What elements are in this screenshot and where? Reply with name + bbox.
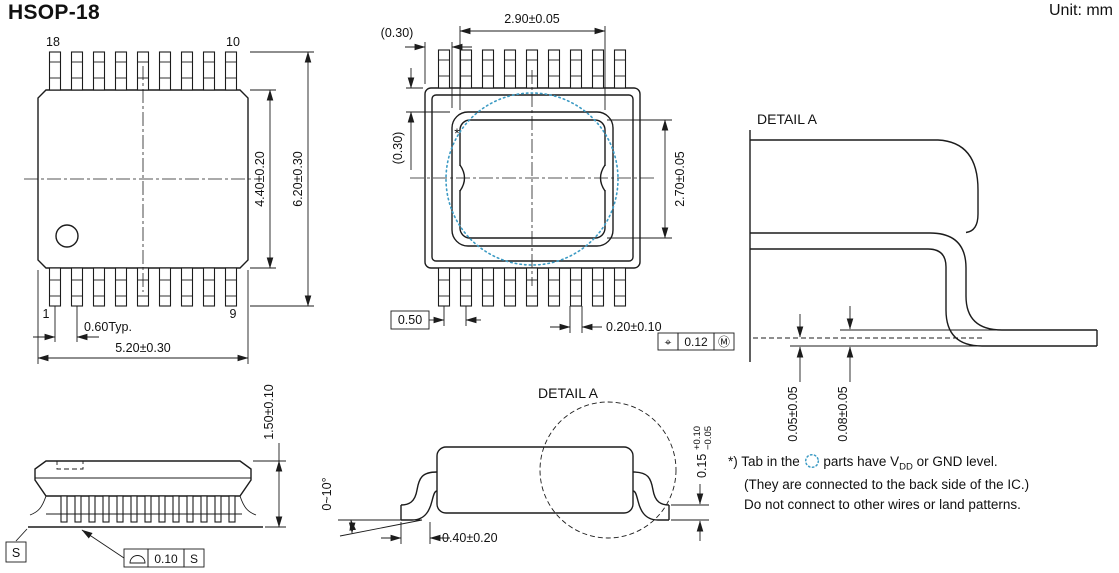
tolerance-plus: +0.10 [692,426,703,450]
dim-lead-pitch: 0.50 [398,313,422,327]
detail-a-view: DETAIL A 0.05±0.05 0.08±0.05 [749,111,1098,442]
dim-offset-top: (0.30) [381,26,414,40]
dim-overall-height: 6.20±0.30 [291,151,305,207]
dim-body-height: 4.40±0.20 [253,151,267,207]
pin-number-18: 18 [46,35,60,49]
side-view: 1.50±0.10 S 0.10 S [5,384,286,568]
pin-number-9: 9 [230,307,237,321]
dim-lead-angle: 0~10° [320,477,334,510]
dim-offset-left: (0.30) [391,132,405,165]
detail-a-label: DETAIL A [538,385,599,401]
pin-number-10: 10 [226,35,240,49]
bottom-view: * 2.90±0.05 (0.30) (0.30) 2.70±0.05 [381,12,735,351]
dim-package-height: 1.50±0.10 [262,384,276,440]
fcf-value: 0.12 [684,335,708,349]
seating-plane-icon [129,555,146,564]
lead-row [29,495,257,523]
footnote-mark: * [454,125,460,141]
tolerance-minus: −0.05 [703,426,714,450]
front-view: DETAIL A 0~10° 0.40±0.20 0.15 +0.10 −0.0… [320,385,714,545]
detail-a-callout-circle [539,401,677,539]
dim-standoff: 0.05±0.05 [786,386,800,442]
pin1-indicator [55,224,79,248]
dim-pad-height: 2.70±0.05 [673,151,687,207]
page-title: HSOP-18 [8,1,100,24]
dotted-circle-icon [804,453,819,469]
dim-lead-width: 0.20±0.10 [606,320,662,334]
note-l1-prefix: *) Tab in the [728,454,800,469]
seating-tolerance-frame: 0.10 S [81,529,205,568]
tab-note: *) Tab in the parts have VDD or GND leve… [728,452,1029,515]
dim-overall-width: 5.20±0.30 [115,341,171,355]
position-tolerance-icon: ⌖ [665,335,672,349]
note-line-3: Do not connect to other wires or land pa… [744,497,1021,513]
pin-number-1: 1 [43,307,50,321]
dim-pad-width: 2.90±0.05 [504,12,560,26]
frame-datum: S [190,552,198,566]
feature-control-frame: ⌖ 0.12 Ⓜ [657,332,735,351]
dim-pitch: 0.60Typ. [84,320,132,334]
frame-value: 0.10 [154,552,178,566]
note-line-1: *) Tab in the parts have VDD or GND leve… [728,452,1029,475]
datum-label: S [12,546,20,560]
exposed-pad-outer [451,111,614,247]
datum-box [5,541,27,563]
note-line-2: (They are connected to the back side of … [744,476,1030,492]
tab-area-dotted-circle [445,92,619,266]
dim-lead-thickness: 0.15 +0.10 −0.05 [692,426,714,478]
unit-label: Unit: mm [1049,2,1113,19]
note-l1-mid: parts have V [823,454,900,469]
dim-foot-length: 0.40±0.20 [442,531,498,545]
mmc-modifier-icon: Ⓜ [718,335,730,349]
vdd-subscript: DD [899,461,913,473]
top-view: 18 10 1 9 4.40±0.20 6.20±0.30 0.60Typ. [24,35,314,364]
detail-a-title: DETAIL A [757,111,818,127]
note-l1-suffix: or GND level. [912,454,998,469]
dim-coplanarity: 0.08±0.05 [836,386,850,442]
svg-text:0.15: 0.15 [695,454,709,478]
